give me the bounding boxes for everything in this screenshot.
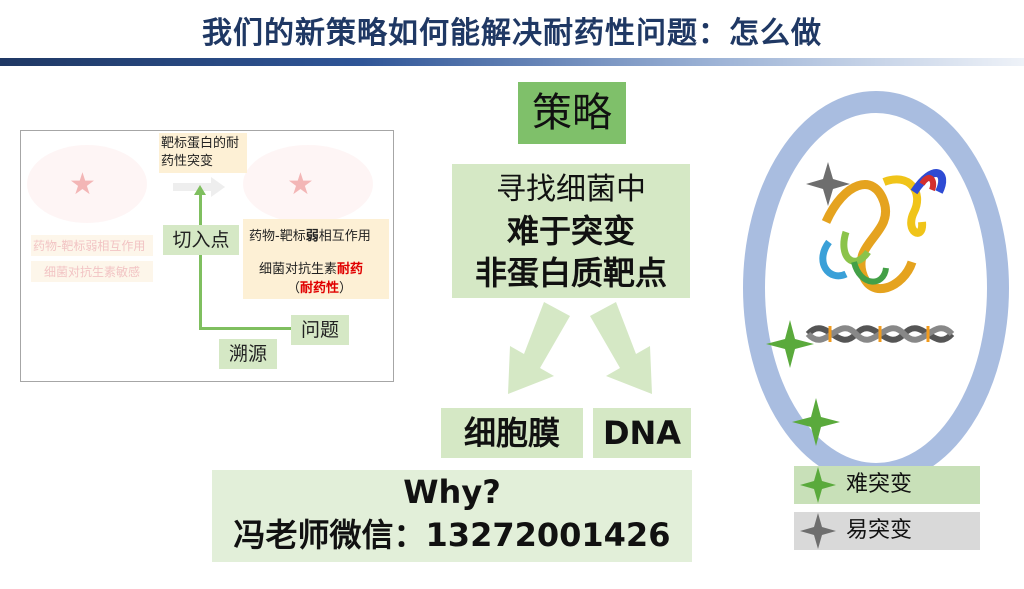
weak-interaction-line: 药物-靶标弱相互作用 [249,229,371,244]
ghost-star-left-icon: ★ [69,167,96,202]
strategy-line-2: 难于突变 [506,212,635,250]
legend-easy-to-mutate: 易突变 [794,512,980,550]
arrow-to-membrane [508,302,570,394]
trace-label: 溯源 [219,339,277,369]
strategy-heading: 策略 [518,82,626,144]
entry-arrow-shaft [199,193,202,329]
resistance-line: （耐药性） [287,281,353,296]
title-underline [0,58,1024,66]
resistance-mechanism-panel: ★ ★ 药物-靶标弱相互作用 细菌对抗生素敏感 靶标蛋白的耐药性突变 切入点 药… [20,130,394,382]
entry-point-label: 切入点 [163,225,239,255]
green-star-membrane-icon [792,398,840,446]
why-label: Why? [403,473,501,511]
legend-easy-label: 易突变 [846,518,913,543]
resistance-result-box: 药物-靶标弱相互作用 细菌对抗生素耐药 （耐药性） [243,219,389,299]
ghost-label-sensitive: 细菌对抗生素敏感 [31,261,153,282]
entry-arrow-head [194,185,206,195]
why-contact-box: Why? 冯老师微信：13272001426 [212,470,692,562]
ghost-arrow [173,183,213,191]
gray-star-legend-icon [800,513,836,549]
green-star-dna-icon [766,320,814,368]
problem-label: 问题 [291,315,349,345]
resistant-line: 细菌对抗生素耐药 [259,262,364,277]
dna-option: DNA [593,408,691,458]
ghost-star-right-icon: ★ [287,167,314,202]
problem-connector [199,327,291,330]
legend-hard-label: 难突变 [846,472,913,497]
arrow-to-dna [590,302,652,394]
strategy-line-3: 非蛋白质靶点 [474,254,667,292]
split-arrows [508,302,652,394]
ghost-bacterium-right [243,145,373,223]
green-star-legend-icon [800,467,836,503]
membrane-option: 细胞膜 [441,408,583,458]
page-title: 我们的新策略如何能解决耐药性问题：怎么做 [202,16,822,51]
protein-structure-icon [819,169,947,294]
strategy-line-1: 寻找细菌中 [496,172,646,207]
strategy-target-box: 寻找细菌中 难于突变 非蛋白质靶点 [452,164,690,298]
dna-helix-icon [805,325,955,343]
gray-star-protein-icon [806,162,850,206]
bacterium-illustration [743,91,1009,485]
legend-hard-to-mutate: 难突变 [794,466,980,504]
ghost-label-weak-interaction: 药物-靶标弱相互作用 [31,235,153,256]
contact-label: 冯老师微信：13272001426 [233,516,671,554]
target-mutation-label: 靶标蛋白的耐药性突变 [159,133,247,173]
ghost-bacterium-left [27,145,147,223]
ghost-arrow-head [211,177,225,197]
